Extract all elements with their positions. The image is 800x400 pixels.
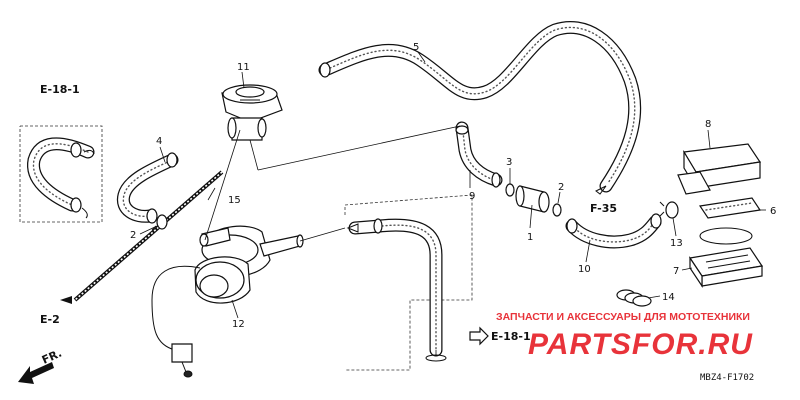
hose-10 (565, 213, 662, 249)
clamp-14 (616, 289, 652, 307)
callout-2-left: 2 (130, 230, 136, 241)
inset-clamp-center (373, 218, 383, 234)
hose-4 (116, 152, 179, 224)
callout-6: 6 (770, 206, 776, 217)
filter-case-7 (688, 227, 764, 288)
callout-3: 3 (506, 157, 512, 168)
joint-1 (505, 183, 562, 217)
callout-13: 13 (670, 238, 683, 249)
filter-element-6 (698, 197, 762, 219)
clamp-13 (659, 201, 679, 219)
callout-2-right: 2 (558, 182, 564, 193)
inset-clamp-upper (70, 142, 82, 158)
inset-hose-center (348, 218, 443, 357)
callout-7: 7 (673, 266, 679, 277)
callout-10: 10 (578, 264, 591, 275)
watermark-caption: ЗАПЧАСТИ И АКСЕССУАРЫ ДЛЯ МОТОТЕХНИКИ (496, 311, 750, 323)
callout-1: 1 (527, 232, 533, 243)
callout-15: 15 (228, 195, 241, 206)
ref-e18-top: E-18-1 (40, 83, 80, 96)
connection-line (257, 125, 461, 171)
control-valve-12 (151, 225, 304, 378)
clamp-3 (505, 183, 515, 197)
inset-clamp-lower (70, 197, 82, 213)
callout-9: 9 (469, 191, 475, 202)
callout-labels: 11 5 4 15 2 9 3 2 1 10 13 8 6 7 14 12 (130, 42, 776, 330)
callout-5: 5 (413, 42, 419, 53)
callout-11: 11 (237, 62, 250, 73)
filter-cover-8 (677, 143, 762, 195)
callout-12: 12 (232, 319, 245, 330)
inset-box-left (19, 125, 103, 223)
diagram-code: MBZ4-F1702 (700, 373, 754, 383)
ref-e18-bottom: E-18-1 (491, 330, 531, 343)
callout-14: 14 (662, 292, 675, 303)
watermark-brand: PARTSFOR.RU (528, 328, 753, 361)
clamp-2-left (151, 214, 168, 231)
air-suction-valve-11 (221, 84, 283, 141)
inset-box-center (344, 194, 473, 371)
hose-9 (455, 121, 503, 188)
clamp-2-right (552, 203, 562, 217)
callout-8: 8 (705, 119, 711, 130)
hose-5 (318, 20, 642, 195)
front-label: FR. (40, 347, 64, 367)
watermark: ЗАПЧАСТИ И АКСЕССУАРЫ ДЛЯ МОТОТЕХНИКИ PA… (496, 311, 753, 361)
ref-f35: F-35 (590, 202, 617, 215)
callout-4: 4 (156, 136, 162, 147)
ref-arrow-e18 (469, 326, 489, 346)
front-arrow-icon: FR. (18, 347, 64, 384)
ref-e2: E-2 (40, 313, 60, 326)
tube-15 (73, 170, 224, 302)
leader-lines (139, 51, 766, 319)
